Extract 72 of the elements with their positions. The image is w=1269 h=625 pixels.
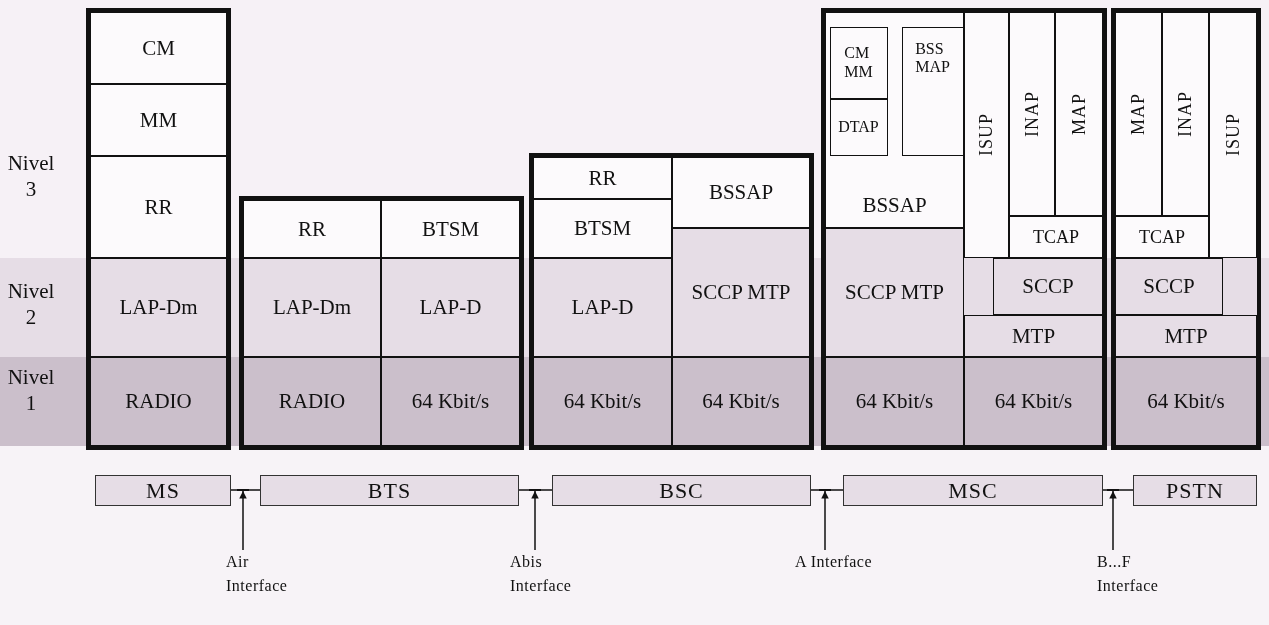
- link-segment: [237, 489, 249, 491]
- protocol-layer-cell: MTP: [964, 315, 1103, 357]
- leader-arrow: [821, 490, 829, 551]
- layer-level-label: Nivel 2: [6, 278, 56, 331]
- protocol-layer-cell: ISUP: [1209, 12, 1257, 258]
- protocol-layer-cell: 64 Kbit/s: [825, 357, 964, 446]
- interface-label: Abis Interface: [510, 550, 590, 600]
- protocol-stack-frame: [821, 8, 1107, 450]
- protocol-layer-cell: SCCP MTP: [825, 228, 964, 357]
- protocol-layer-cell: LAP-Dm: [90, 258, 227, 357]
- layer-level-label: Nivel 3: [6, 150, 56, 203]
- leader-arrow: [531, 490, 539, 551]
- connector-line: [810, 489, 820, 491]
- protocol-layer-cell: LAP-D: [533, 258, 672, 357]
- protocol-layer-cell: RR: [533, 157, 672, 199]
- protocol-layer-cell: MAP: [1055, 12, 1103, 216]
- connector-line: [830, 489, 844, 491]
- leader-arrow: [239, 490, 247, 551]
- network-element-box: BSC: [552, 475, 811, 506]
- protocol-layer-cell: CM: [90, 12, 227, 84]
- protocol-layer-cell: TCAP: [1115, 216, 1209, 258]
- leader-arrow: [1109, 490, 1117, 551]
- connector-line: [1118, 489, 1134, 491]
- protocol-layer-cell: LAP-Dm: [243, 258, 381, 357]
- protocol-layer-cell: BSSAP: [672, 157, 810, 228]
- network-element-box: BTS: [260, 475, 519, 506]
- protocol-layer-cell: SCCP: [993, 258, 1103, 315]
- protocol-layer-cell: 64 Kbit/s: [964, 357, 1103, 446]
- protocol-layer-cell: BSS MAP: [901, 26, 964, 156]
- protocol-layer-cell: 64 Kbit/s: [672, 357, 810, 446]
- interface-label: Air Interface: [226, 550, 306, 600]
- protocol-label: BSSAP: [862, 192, 927, 217]
- protocol-layer-cell: 64 Kbit/s: [533, 357, 672, 446]
- protocol-layer-cell: MTP: [1115, 315, 1257, 357]
- protocol-stack-frame: [1111, 8, 1261, 450]
- network-element-box: MS: [95, 475, 231, 506]
- protocol-layer-cell: 64 Kbit/s: [381, 357, 520, 446]
- link-segment: [529, 489, 541, 491]
- protocol-layer-cell: ISUP: [964, 12, 1009, 258]
- protocol-layer-cell: CM MM: [829, 26, 888, 99]
- protocol-layer-cell: RR: [243, 200, 381, 258]
- link-segment: [819, 489, 831, 491]
- protocol-layer-cell: RADIO: [90, 357, 227, 446]
- protocol-layer-cell: SCCP MTP: [672, 228, 810, 357]
- protocol-stack-frame: [239, 196, 524, 450]
- protocol-layer-cell: INAP: [1009, 12, 1055, 216]
- protocol-layer-cell: MAP: [1115, 12, 1162, 216]
- protocol-stack-frame: [529, 153, 814, 450]
- protocol-layer-cell: MM: [90, 84, 227, 156]
- protocol-layer-cell: RR: [90, 156, 227, 258]
- protocol-layer-cell: INAP: [1162, 12, 1209, 216]
- protocol-layer-cell: LAP-D: [381, 258, 520, 357]
- interface-label: A Interface: [795, 550, 925, 578]
- protocol-layer-cell: [825, 12, 964, 228]
- protocol-layer-cell: 64 Kbit/s: [1115, 357, 1257, 446]
- connector-line: [518, 489, 530, 491]
- connector-line: [540, 489, 553, 491]
- link-segment: [1107, 489, 1119, 491]
- interface-label: B...F Interface: [1097, 550, 1177, 600]
- connector-line: [1102, 489, 1108, 491]
- connector-line: [248, 489, 261, 491]
- protocol-stack-frame: [86, 8, 231, 450]
- protocol-layer-cell: DTAP: [829, 98, 888, 156]
- protocol-layer-cell: SCCP: [1115, 258, 1223, 315]
- protocol-layer-cell: TCAP: [1009, 216, 1103, 258]
- layer-level-label: Nivel 1: [6, 364, 56, 417]
- protocol-layer-cell: BTSM: [533, 199, 672, 258]
- protocol-layer-cell: BTSM: [381, 200, 520, 258]
- protocol-layer-cell: RADIO: [243, 357, 381, 446]
- network-element-box: PSTN: [1133, 475, 1257, 506]
- connector-line: [230, 489, 238, 491]
- network-element-box: MSC: [843, 475, 1103, 506]
